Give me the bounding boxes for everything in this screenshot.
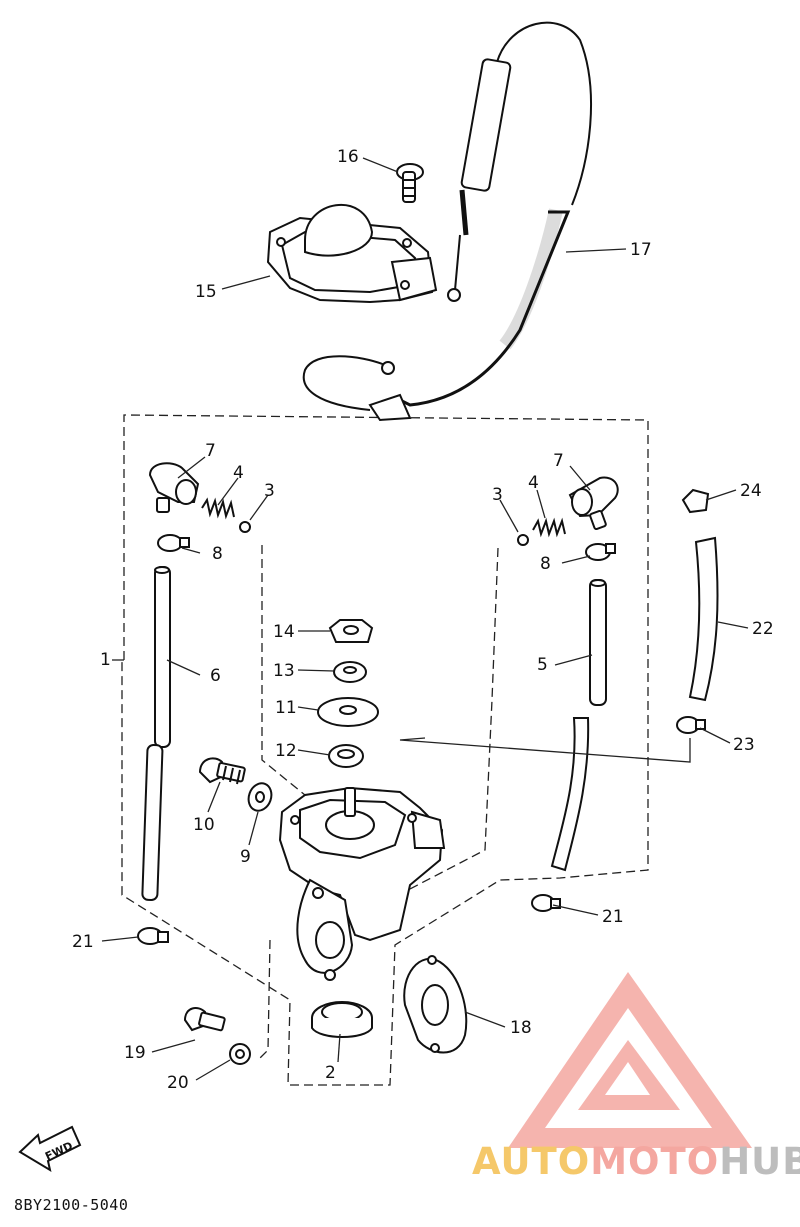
cover-part-15 [266,203,438,304]
clamp-part-8-left [157,534,190,552]
leader-23-line [399,737,691,763]
callout-7-left: 7 [205,441,216,461]
callout-24: 24 [740,481,762,501]
callout-13: 13 [273,661,295,681]
fitting-part-7-right [568,476,619,531]
callout-15: 15 [195,282,217,302]
nut-part-14 [328,619,374,643]
clamp-part-24 [681,488,710,514]
washer-part-9 [247,782,273,812]
assembly-boundary [121,414,649,1086]
watermark-word-3: HUB [719,1140,800,1183]
clamp-part-8-right [585,543,616,561]
diagram-code: 8BY2100-5040 [14,1196,129,1214]
callout-16: 16 [337,147,359,167]
callout-8-left: 8 [212,544,223,564]
callout-8-right: 8 [540,554,551,574]
spring-part-4-right [532,517,566,538]
clamp-part-21-left [137,927,169,945]
callout-2: 2 [325,1063,336,1083]
callout-14: 14 [273,622,295,642]
spring-part-4-left [201,497,235,520]
callout-19: 19 [124,1043,146,1063]
watermark-word-2: MOTO [590,1140,720,1183]
callout-17: 17 [630,240,652,260]
callout-5: 5 [537,655,548,675]
hose-part-6 [141,566,171,902]
forward-arrow-icon: FWD [18,1125,82,1173]
washer-part-13 [333,661,367,683]
watermark-text: AUTOMOTOHUB [472,1140,800,1183]
callout-9: 9 [240,847,251,867]
callout-7-right: 7 [553,451,564,471]
callout-3-left: 3 [264,481,275,501]
clamp-part-21-right [531,894,561,912]
callout-18: 18 [510,1018,532,1038]
callout-11: 11 [275,698,297,718]
callout-21-right: 21 [602,907,624,927]
hose-part-22 [688,536,719,702]
washer-part-20 [229,1043,251,1065]
callout-1: 1 [100,650,111,670]
callout-6: 6 [210,666,221,686]
callout-3-right: 3 [492,485,503,505]
ball-part-3-left [239,521,251,533]
callout-10: 10 [193,815,215,835]
fitting-part-7-left [148,462,200,513]
hose-part-5 [550,579,607,872]
callout-21-left: 21 [72,932,94,952]
ball-part-3-right [517,534,529,546]
valve-body [278,786,446,981]
cable-part-17 [302,21,592,422]
callout-22: 22 [752,619,774,639]
bolt-part-19 [183,1007,226,1032]
watermark-logo [508,972,752,1148]
callout-12: 12 [275,741,297,761]
watermark-word-1: AUTO [472,1140,591,1183]
callout-4-left: 4 [233,463,244,483]
bolt-part-10 [198,757,246,785]
callout-4-right: 4 [528,473,539,493]
plate-part-11 [317,697,379,727]
washer-part-12 [328,744,364,768]
callout-20: 20 [167,1073,189,1093]
callout-labels: 1 2 3 3 4 4 5 6 7 7 8 8 9 10 11 12 13 14… [72,147,774,1093]
gasket-part-18 [403,955,468,1054]
screw-part-16 [396,163,424,203]
clamp-part-23 [676,716,706,734]
seal-part-2 [311,1001,373,1038]
callout-23: 23 [733,735,755,755]
leader-lines [101,157,749,1081]
